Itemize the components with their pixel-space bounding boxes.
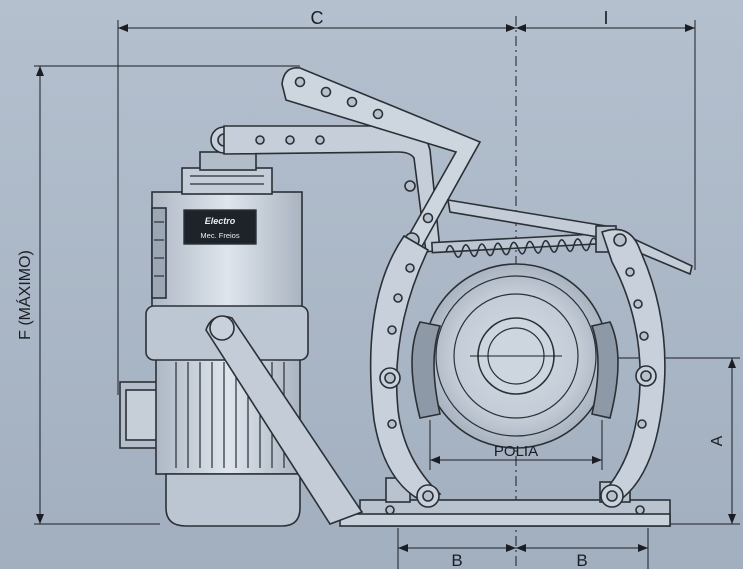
dimension-lines [34,16,740,569]
label-c: C [311,8,324,28]
thruster-unit: Electro Mec. Freios [145,126,309,361]
label-b-left: B [451,551,462,569]
label-b-right: B [576,551,587,569]
label-i: I [603,8,608,28]
nameplate-line1: Electro [205,216,236,226]
brake-pulley [411,263,619,470]
right-brake-arm [600,228,666,508]
nameplate: Electro Mec. Freios [183,209,257,245]
label-f-maximo: F (MÁXIMO) [15,250,34,340]
label-a: A [709,435,726,446]
label-polia: POLIA [494,443,538,460]
nameplate-line2: Mec. Freios [200,231,239,240]
connecting-bar [205,315,364,525]
left-brake-arm [369,234,442,508]
